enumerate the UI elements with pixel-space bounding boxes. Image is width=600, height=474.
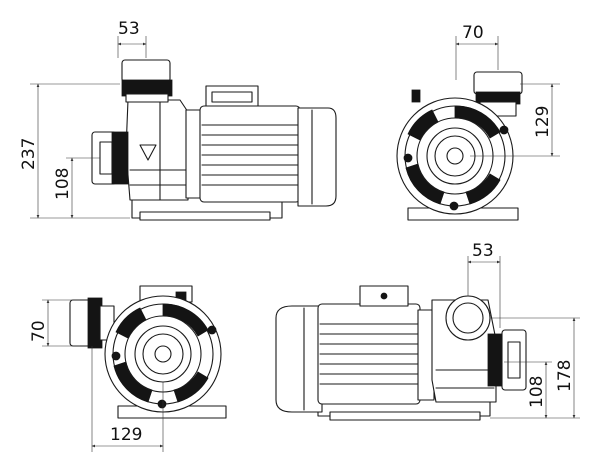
dim-178: 178 <box>555 360 575 392</box>
side-view-right <box>275 285 527 421</box>
motor-body <box>199 105 301 203</box>
dims-side-right: 53 108 178 <box>467 241 580 419</box>
dim-129-bottom: 129 <box>110 425 142 445</box>
side-view-left <box>91 59 337 221</box>
dim-53-top-right: 53 <box>472 241 494 261</box>
fan-cover <box>297 107 337 207</box>
dim-108-left: 108 <box>53 168 73 200</box>
fan-cover-right <box>275 305 323 413</box>
dim-129-right: 129 <box>533 106 553 138</box>
dim-108-right: 108 <box>527 376 547 408</box>
dim-237: 237 <box>19 138 39 170</box>
front-view-right <box>396 71 523 221</box>
dim-70-top-right: 70 <box>462 23 484 43</box>
cooling-fins-right <box>319 323 419 385</box>
cooling-fins <box>201 124 299 186</box>
front-view-left <box>69 285 227 419</box>
top-union <box>121 59 171 83</box>
outlet-union <box>473 71 523 95</box>
dim-70-left: 70 <box>29 320 49 342</box>
dims-front-right: 70 129 <box>455 23 560 157</box>
dims-front-left: 70 129 <box>29 299 164 452</box>
dim-53-top-left: 53 <box>118 19 140 39</box>
dims-side-left: 53 237 108 <box>19 19 147 219</box>
